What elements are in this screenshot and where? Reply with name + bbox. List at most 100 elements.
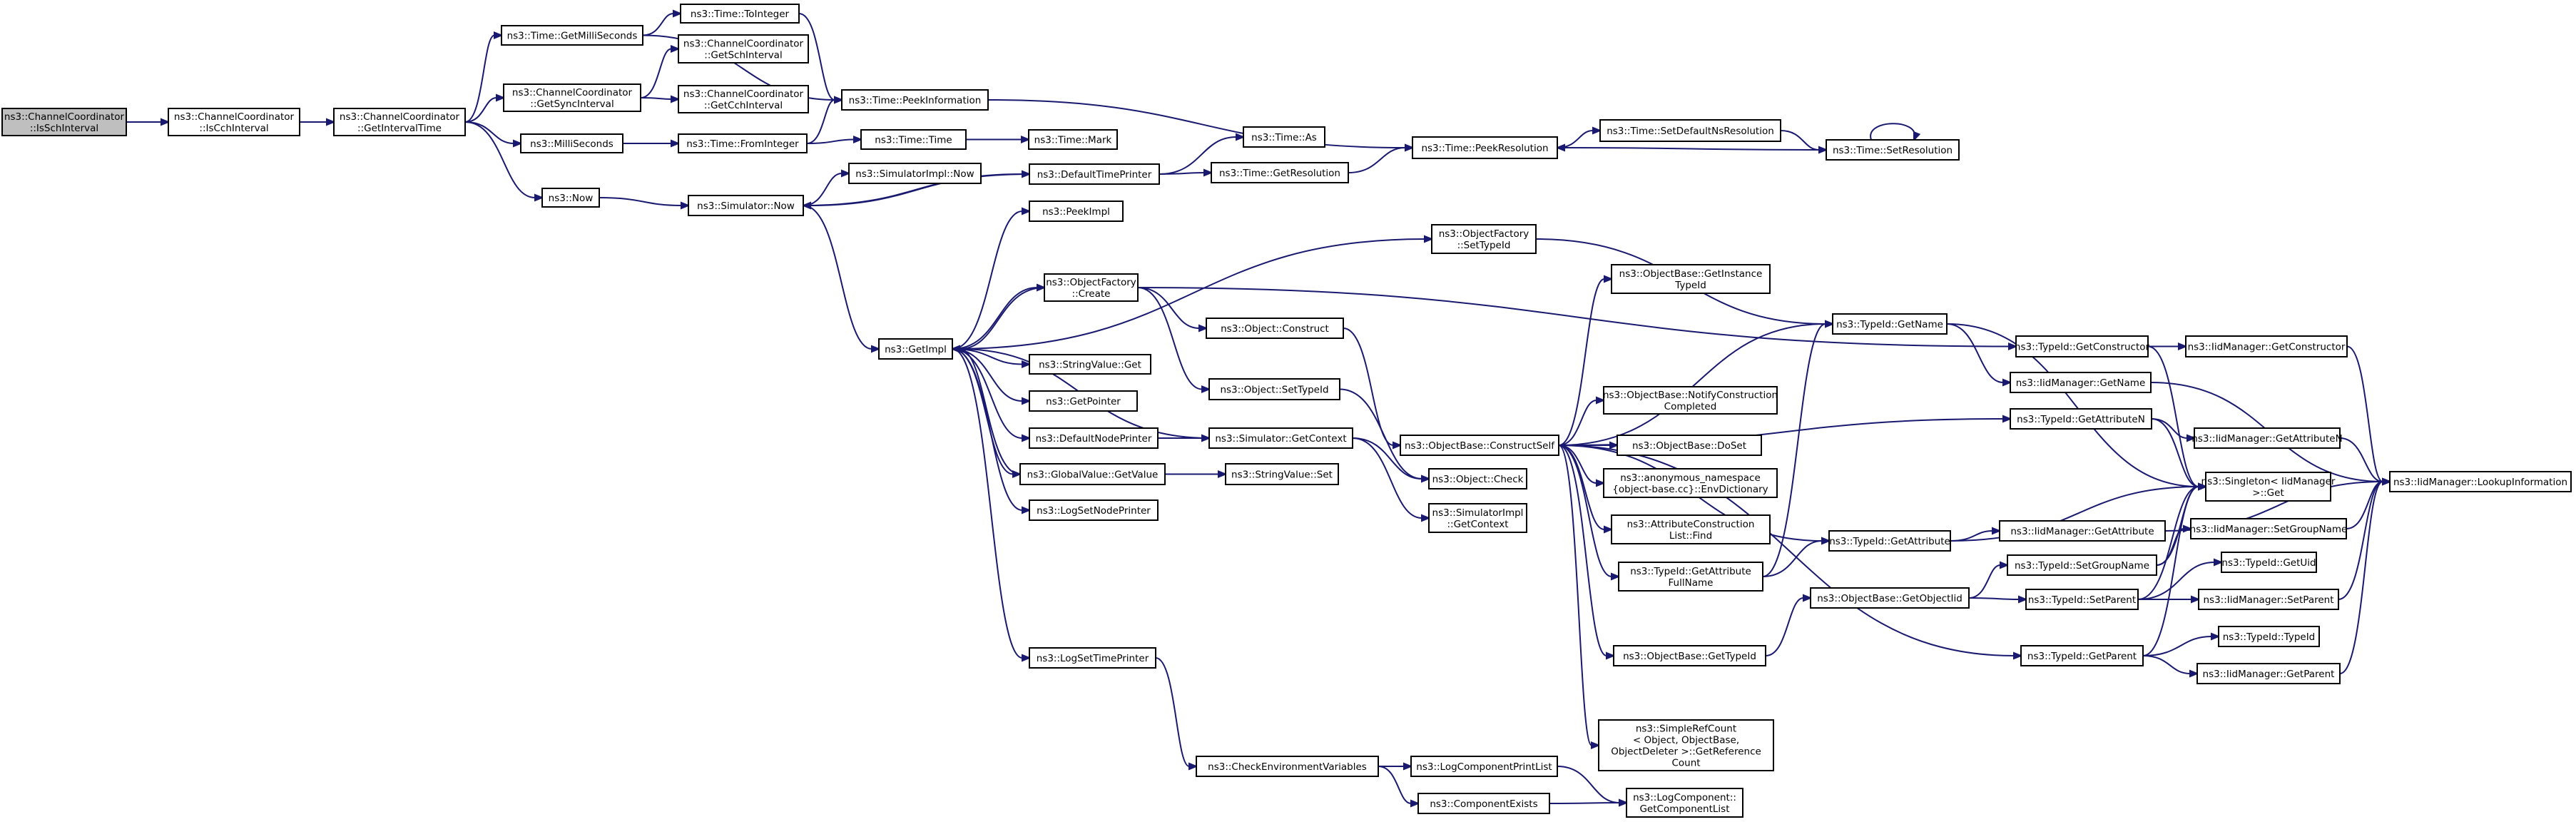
node-ns3-logcomponent-getcomponentlist[interactable]: ns3::LogComponent::GetComponentList <box>1626 788 1743 818</box>
node-ns3-time-setdefaultnsresolution[interactable]: ns3::Time::SetDefaultNsResolution <box>1599 119 1781 142</box>
node-ns3-typeid-setgroupname[interactable]: ns3::TypeId::SetGroupName <box>2007 554 2157 576</box>
node-ns3-logsetnodeprinter[interactable]: ns3::LogSetNodePrinter <box>1029 499 1159 521</box>
node-ns3-objectbase-constructself[interactable]: ns3::ObjectBase::ConstructSelf <box>1400 435 1559 456</box>
node-ns3-time-setresolution[interactable]: ns3::Time::SetResolution <box>1826 139 1960 161</box>
node-ns3-channelcoordinator-iscchinterval[interactable]: ns3::ChannelCoordinator::IsCchInterval <box>168 108 300 136</box>
node-ns3-time-as[interactable]: ns3::Time::As <box>1243 126 1325 148</box>
node-label-line: ::GetCchInterval <box>704 100 783 111</box>
node-box <box>1832 313 1948 335</box>
edge-line <box>1762 540 1823 577</box>
edge-line <box>1870 123 1915 141</box>
edge-arrowhead <box>2000 561 2010 569</box>
node-ns3-time-getresolution[interactable]: ns3::Time::GetResolution <box>1211 162 1349 183</box>
node-ns3-time-mark[interactable]: ns3::Time::Mark <box>1028 129 1118 150</box>
node-ns3-channelcoordinator-getintervaltime[interactable]: ns3::ChannelCoordinator::GetIntervalTime <box>333 108 466 136</box>
node-ns3-object-check[interactable]: ns3::Object::Check <box>1428 468 1527 489</box>
node-ns3-time-time[interactable]: ns3::Time::Time <box>860 129 967 150</box>
edge-n11-n15 <box>803 169 851 206</box>
edge-arrowhead <box>1424 235 1434 243</box>
node-ns3-peekimpl[interactable]: ns3::PeekImpl <box>1029 201 1124 222</box>
node-ns3-iidmanager-getname[interactable]: ns3::IidManager::GetName <box>2010 372 2152 393</box>
node-ns3-objectfactory-create[interactable]: ns3::ObjectFactory::Create <box>1044 273 1139 302</box>
node-ns3-globalvalue-getvalue[interactable]: ns3::GlobalValue::GetValue <box>1019 463 1166 485</box>
edge-line <box>1950 486 2199 542</box>
node-ns3-now[interactable]: ns3::Now <box>541 188 600 208</box>
node-ns3-milliseconds[interactable]: ns3::MilliSeconds <box>520 133 623 153</box>
node-ns3-time-peekinformation[interactable]: ns3::Time::PeekInformation <box>841 89 989 111</box>
edge-n19-n54 <box>1137 287 2018 350</box>
node-ns3-time-tointeger[interactable]: ns3::Time::ToInteger <box>680 4 800 24</box>
node-box <box>680 4 800 24</box>
edge-n3-n7 <box>642 9 683 36</box>
node-ns3-checkenvironmentvariables[interactable]: ns3::CheckEnvironmentVariables <box>1196 756 1379 777</box>
node-label-line: ns3::LogComponent:: <box>1633 792 1736 803</box>
node-ns3-componentexists[interactable]: ns3::ComponentExists <box>1417 793 1550 814</box>
node-ns3-object-construct[interactable]: ns3::Object::Construct <box>1206 318 1344 339</box>
node-ns3-typeid-getattribute[interactable]: ns3::TypeId::GetAttribute <box>1828 530 1951 552</box>
node-ns3-simulator-getcontext[interactable]: ns3::Simulator::GetContext <box>1208 427 1353 449</box>
node-ns3-iidmanager-setparent[interactable]: ns3::IidManager::SetParent <box>2198 589 2339 610</box>
node-ns3-logcomponentprintlist[interactable]: ns3::LogComponentPrintList <box>1410 756 1558 777</box>
edge-arrowhead <box>1203 168 1213 177</box>
node-label-line: {object-base.cc}::EnvDictionary <box>1612 484 1768 495</box>
node-ns3-iidmanager-getattribute[interactable]: ns3::IidManager::GetAttribute <box>1999 520 2166 542</box>
node-ns3-iidmanager-setgroupname[interactable]: ns3::IidManager::SetGroupName <box>2190 518 2348 539</box>
node-box <box>1603 386 1778 415</box>
node-ns3-stringvalue-get[interactable]: ns3::StringValue::Get <box>1029 354 1151 375</box>
edge-n27-n33 <box>1348 143 1415 173</box>
node-ns3-objectbase-notifyconstructioncompleted[interactable]: ns3::ObjectBase::NotifyConstructionCompl… <box>1603 386 1778 415</box>
node-ns3-typeid-getconstructor[interactable]: ns3::TypeId::GetConstructor <box>2015 335 2150 357</box>
node-box <box>1206 318 1344 339</box>
node-ns3-channelcoordinator-getschinterval[interactable]: ns3::ChannelCoordinator::GetSchInterval <box>678 34 809 64</box>
node-ns3-typeid-setparent[interactable]: ns3::TypeId::SetParent <box>2025 589 2139 610</box>
edge-arrowhead <box>841 169 851 178</box>
node-ns3-typeid-getparent[interactable]: ns3::TypeId::GetParent <box>2020 645 2144 666</box>
node-ns3-time-frominteger[interactable]: ns3::Time::FromInteger <box>678 133 808 153</box>
node-ns3-objectbase-gettypeid[interactable]: ns3::ObjectBase::GetTypeId <box>1613 645 1766 666</box>
node-ns3-objectfactory-settypeid[interactable]: ns3::ObjectFactory::SetTypeId <box>1431 224 1537 254</box>
edge-line <box>1968 597 2020 600</box>
node-ns3-objectbase-getobjectiid[interactable]: ns3::ObjectBase::GetObjectIid <box>1810 587 1970 609</box>
node-ns3-simplerefcount-object-objectbase-objectdeleter-getreferencecount[interactable]: ns3::SimpleRefCount< Object, ObjectBase,… <box>1598 719 1774 771</box>
node-ns3-simulatorimpl-now[interactable]: ns3::SimulatorImpl::Now <box>848 163 982 184</box>
node-box <box>1029 647 1156 669</box>
edge-line <box>1352 437 1422 519</box>
node-ns3-defaultnodeprinter[interactable]: ns3::DefaultNodePrinter <box>1029 427 1159 449</box>
node-box <box>1208 378 1340 400</box>
node-ns3-simulatorimpl-getcontext[interactable]: ns3::SimulatorImpl::GetContext <box>1428 503 1527 533</box>
node-label-line: ObjectDeleter >::GetReference <box>1611 746 1761 758</box>
node-ns3-anonymous-namespace-object-base-cc-envdictionary[interactable]: ns3::anonymous_namespace{object-base.cc}… <box>1603 468 1778 498</box>
node-ns3-time-getmilliseconds[interactable]: ns3::Time::GetMilliSeconds <box>501 25 643 46</box>
node-ns3-simulator-now[interactable]: ns3::Simulator::Now <box>688 195 804 216</box>
node-ns3-getimpl[interactable]: ns3::GetImpl <box>878 338 953 360</box>
node-ns3-time-peekresolution[interactable]: ns3::Time::PeekResolution <box>1412 136 1558 159</box>
node-ns3-iidmanager-getparent[interactable]: ns3::IidManager::GetParent <box>2196 663 2341 684</box>
node-ns3-objectbase-doset[interactable]: ns3::ObjectBase::DoSet <box>1617 435 1762 456</box>
edge-line <box>1558 323 1826 446</box>
node-label-line: ns3::Time::Time <box>875 135 952 146</box>
node-ns3-typeid-getuid[interactable]: ns3::TypeId::GetUid <box>2221 552 2317 573</box>
node-ns3-defaulttimeprinter[interactable]: ns3::DefaultTimePrinter <box>1029 163 1160 185</box>
node-box <box>1211 162 1349 183</box>
node-ns3-singleton-iidmanager-get[interactable]: ns3::Singleton< IidManager >::Get <box>2201 472 2336 502</box>
node-ns3-channelcoordinator-getsyncinterval[interactable]: ns3::ChannelCoordinator::GetSyncInterval <box>503 83 641 112</box>
edge-line <box>1159 172 1205 175</box>
node-ns3-logsettimeprinter[interactable]: ns3::LogSetTimePrinter <box>1029 647 1156 669</box>
node-ns3-iidmanager-getconstructor[interactable]: ns3::IidManager::GetConstructor <box>2185 335 2348 357</box>
edge-arrowhead <box>834 96 844 104</box>
node-ns3-getpointer[interactable]: ns3::GetPointer <box>1029 390 1138 412</box>
node-ns3-channelcoordinator-isschinterval[interactable]: ns3::ChannelCoordinator::IsSchInterval <box>1 108 127 136</box>
edge-line <box>1137 287 2010 347</box>
node-label-line: ns3::ChannelCoordinator <box>683 39 804 50</box>
node-ns3-object-settypeid[interactable]: ns3::Object::SetTypeId <box>1208 378 1340 400</box>
node-ns3-typeid-typeid[interactable]: ns3::TypeId::TypeId <box>2218 626 2320 647</box>
node-ns3-channelcoordinator-getcchinterval[interactable]: ns3::ChannelCoordinator::GetCchInterval <box>678 85 809 113</box>
node-ns3-typeid-getattributen[interactable]: ns3::TypeId::GetAttributeN <box>2010 408 2152 430</box>
node-ns3-iidmanager-getattributen[interactable]: ns3::IidManager::GetAttributeN <box>2191 427 2343 449</box>
node-ns3-typeid-getname[interactable]: ns3::TypeId::GetName <box>1832 313 1948 335</box>
node-ns3-iidmanager-lookupinformation[interactable]: ns3::IidManager::LookupInformation <box>2389 471 2572 492</box>
node-ns3-stringvalue-set[interactable]: ns3::StringValue::Set <box>1225 463 1339 485</box>
